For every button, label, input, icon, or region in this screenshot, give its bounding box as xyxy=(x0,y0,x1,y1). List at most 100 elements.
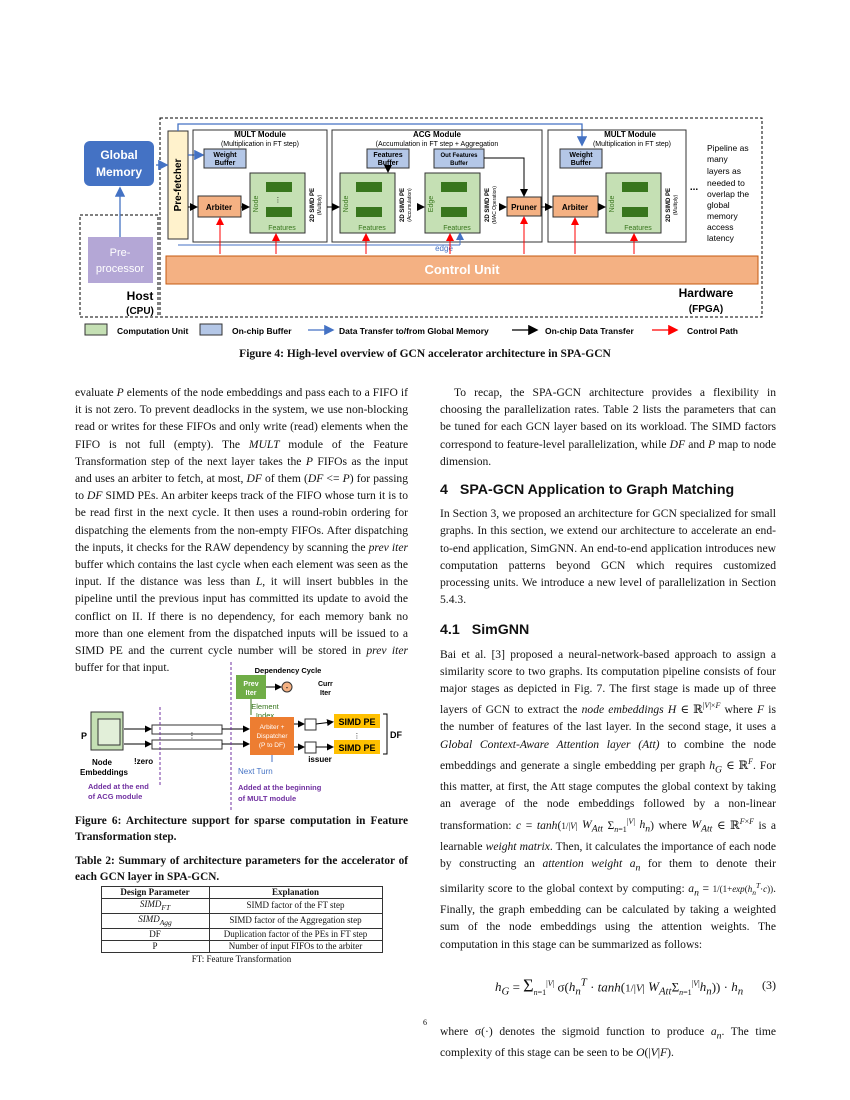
section-4-paragraph: In Section 3, we proposed an architectur… xyxy=(440,507,776,607)
mult2-title: MULT Module xyxy=(604,130,656,139)
svg-text:On-chip Data Transfer: On-chip Data Transfer xyxy=(545,326,634,336)
right-column: To recap, the SPA-GCN architecture provi… xyxy=(440,384,776,1061)
svg-text:Node: Node xyxy=(343,196,350,213)
svg-text:Index: Index xyxy=(256,711,275,720)
svg-text:of ACG module: of ACG module xyxy=(88,792,142,801)
edge-label: edge xyxy=(435,244,453,253)
svg-text:(Multiply): (Multiply) xyxy=(317,195,323,216)
preprocessor-label: Pre- xyxy=(110,247,131,259)
svg-text:Edge: Edge xyxy=(428,196,435,212)
svg-text:2D SIMD PE: 2D SIMD PE xyxy=(400,188,406,222)
svg-text:Added at the end: Added at the end xyxy=(88,782,149,791)
svg-text:Node: Node xyxy=(609,196,616,213)
svg-text:overlap the: overlap the xyxy=(707,189,749,199)
svg-text:(Multiplication in FT step): (Multiplication in FT step) xyxy=(593,141,671,148)
svg-text:(Multiplication in FT step): (Multiplication in FT step) xyxy=(221,141,299,148)
svg-text:Buffer: Buffer xyxy=(378,160,399,167)
svg-text:Iter: Iter xyxy=(320,690,331,697)
svg-text:Iter: Iter xyxy=(246,690,257,697)
figure-6-caption: Figure 6: Architecture support for spars… xyxy=(75,815,408,843)
svg-text:SIMD PE: SIMD PE xyxy=(338,717,375,727)
svg-text:Buffer: Buffer xyxy=(215,160,236,167)
host-sub: (CPU) xyxy=(126,306,154,317)
svg-text:Prev: Prev xyxy=(243,681,258,688)
svg-text:Pruner: Pruner xyxy=(511,203,537,212)
svg-text:...: ... xyxy=(690,182,699,193)
host-label: Host xyxy=(127,289,154,303)
svg-text:layers as: layers as xyxy=(707,166,741,176)
svg-text:Embeddings: Embeddings xyxy=(80,768,129,777)
svg-text:⋮: ⋮ xyxy=(188,731,196,740)
svg-text:Buffer: Buffer xyxy=(450,161,468,167)
svg-text:On-chip Buffer: On-chip Buffer xyxy=(232,326,292,336)
pipeline-note: Pipeline as many layers as needed to ove… xyxy=(707,143,749,243)
svg-text:(P to DF): (P to DF) xyxy=(259,742,285,749)
prefetcher-label: Pre-fetcher xyxy=(173,159,184,212)
control-unit-block xyxy=(165,255,759,285)
svg-text:issuer: issuer xyxy=(308,755,332,764)
svg-text:global: global xyxy=(707,200,730,210)
svg-text:many: many xyxy=(707,154,729,164)
svg-text:Out Features: Out Features xyxy=(440,153,478,159)
hardware-sub: (FPGA) xyxy=(689,304,723,315)
figure-6-diagram: Dependency Cycle Prev Iter - Curr Iter E… xyxy=(80,662,402,810)
global-memory-label: Global xyxy=(100,148,137,162)
svg-text:Arbiter: Arbiter xyxy=(206,203,232,212)
acg-title: ACG Module xyxy=(413,130,462,139)
svg-text:Features: Features xyxy=(268,225,296,232)
hardware-label: Hardware xyxy=(679,286,734,300)
svg-text:Weight: Weight xyxy=(213,152,237,159)
table-header: Design Parameter xyxy=(100,886,210,899)
svg-text:DF: DF xyxy=(390,730,402,740)
svg-text:Features: Features xyxy=(443,225,471,232)
svg-text:Node: Node xyxy=(253,196,260,213)
svg-text:Control Path: Control Path xyxy=(687,326,738,336)
svg-text:Weight: Weight xyxy=(569,152,593,159)
hardware-region xyxy=(159,117,763,318)
mult1-title: MULT Module xyxy=(234,130,286,139)
control-unit-label: Control Unit xyxy=(424,262,500,277)
table-footnote: FT: Feature Transformation xyxy=(191,953,292,964)
table-header: Explanation xyxy=(208,886,383,899)
svg-text:memory: memory xyxy=(707,211,738,221)
equation-3: hG = Σn=1|V| σ(hnT · tanh(1/|V| WAttΣn=1… xyxy=(495,975,776,998)
equation-number: (3) xyxy=(762,977,776,992)
svg-text:Added at the beginning: Added at the beginning xyxy=(238,783,322,792)
svg-text:!zero: !zero xyxy=(134,757,153,766)
dependency-cycle-label: Dependency Cycle xyxy=(255,666,322,675)
svg-text:P: P xyxy=(81,731,87,741)
svg-text:Computation Unit: Computation Unit xyxy=(117,326,188,336)
svg-text:Node: Node xyxy=(92,758,113,767)
svg-text:of MULT module: of MULT module xyxy=(238,794,296,803)
svg-text:Features: Features xyxy=(624,225,652,232)
svg-text:Buffer: Buffer xyxy=(571,160,592,167)
svg-text:Arbiter: Arbiter xyxy=(562,203,588,212)
left-column: evaluate P elements of the node embeddin… xyxy=(75,384,408,676)
preprocessor-block xyxy=(88,237,153,283)
svg-text:(Accumulation in FT step + Agg: (Accumulation in FT step + Aggregation xyxy=(376,141,499,148)
svg-text:Data Transfer to/from Global M: Data Transfer to/from Global Memory xyxy=(339,326,489,336)
svg-text:(Multiply): (Multiply) xyxy=(673,195,679,216)
table-2-caption: Table 2: Summary of architecture paramet… xyxy=(75,855,408,883)
svg-text:⋮: ⋮ xyxy=(275,197,282,204)
svg-text:(Accumulation): (Accumulation) xyxy=(407,188,413,222)
svg-text:Element: Element xyxy=(251,702,279,711)
svg-text:SIMD PE: SIMD PE xyxy=(338,743,375,753)
after-equation-paragraph: where σ(·) denotes the sigmoid function … xyxy=(440,1024,776,1060)
svg-text:Features: Features xyxy=(373,152,402,159)
svg-text:access: access xyxy=(707,222,733,232)
left-paragraph: evaluate P elements of the node embeddin… xyxy=(75,386,409,675)
svg-text:-: - xyxy=(286,683,289,692)
svg-text:⋮: ⋮ xyxy=(354,733,361,740)
global-memory-block xyxy=(84,141,154,186)
svg-text:2D SIMD PE: 2D SIMD PE xyxy=(485,188,491,222)
page-number: 6 xyxy=(423,1018,427,1027)
svg-text:(MAC Operation): (MAC Operation) xyxy=(492,186,498,224)
figure-4-diagram: Global Memory Pre- processor Host (CPU) … xyxy=(79,117,763,336)
